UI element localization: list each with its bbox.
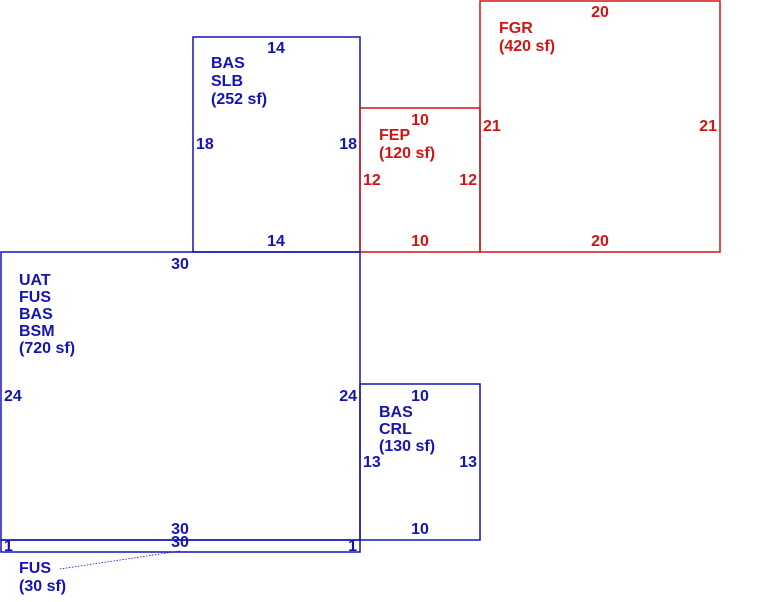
area-uat-fus-bas-bsm: UAT FUS BAS BSM (720 sf) 30 30 24 24	[0, 251, 361, 541]
dimension-top: 14	[267, 40, 285, 57]
area-label-line: BAS	[19, 306, 53, 323]
area-label-line: BSM	[19, 323, 55, 340]
dimension-right: 18	[339, 136, 357, 153]
dimension-top: 30	[171, 534, 189, 551]
dimension-bottom: 10	[411, 521, 429, 538]
dimension-top: 20	[591, 4, 609, 21]
area-label-line: (252 sf)	[211, 91, 267, 108]
area-label-line: (130 sf)	[379, 438, 435, 455]
area-fgr-outline	[479, 0, 721, 253]
area-label-line: (120 sf)	[379, 145, 435, 162]
dimension-left: 1	[4, 538, 13, 555]
dimension-right: 1	[348, 538, 357, 555]
area-bas-slb: BAS SLB (252 sf) 14 14 18 18	[192, 36, 361, 253]
dimension-left: 21	[483, 118, 501, 135]
area-label-line: SLB	[211, 73, 243, 90]
area-bas-crl: BAS CRL (130 sf) 10 10 13 13	[359, 383, 481, 541]
leader-line	[59, 550, 181, 570]
dimension-bottom: 20	[591, 233, 609, 250]
area-label-line: CRL	[379, 421, 412, 438]
dimension-bottom: 10	[411, 233, 429, 250]
dimension-bottom: 14	[267, 233, 285, 250]
area-label-line: FUS	[19, 289, 51, 306]
dimension-top: 10	[411, 112, 429, 129]
area-label-line: (720 sf)	[19, 340, 75, 357]
area-fgr: FGR (420 sf) 20 20 21 21	[479, 0, 721, 253]
dimension-right: 24	[339, 388, 357, 405]
dimension-bottom: 30	[171, 521, 189, 538]
dimension-left: 13	[363, 454, 381, 471]
area-fep: FEP (120 sf) 10 10 12 12	[359, 107, 481, 253]
area-label-line: (420 sf)	[499, 38, 555, 55]
dimension-top: 30	[171, 256, 189, 273]
area-label-line: FGR	[499, 20, 533, 37]
area-bas-crl-outline	[359, 383, 481, 541]
area-fus-strip-outline	[0, 539, 361, 553]
dimension-right: 12	[459, 172, 477, 189]
area-label-line: (30 sf)	[19, 578, 66, 595]
area-fus-strip: 30 1 1 FUS (30 sf)	[0, 534, 361, 595]
area-label-line: FEP	[379, 127, 410, 144]
dimension-top: 10	[411, 388, 429, 405]
area-label-line: BAS	[379, 404, 413, 421]
area-label-line: UAT	[19, 272, 51, 289]
dimension-left: 24	[4, 388, 22, 405]
dimension-left: 12	[363, 172, 381, 189]
dimension-right: 21	[699, 118, 717, 135]
area-label-line: FUS	[19, 560, 51, 577]
dimension-right: 13	[459, 454, 477, 471]
area-label-line: BAS	[211, 55, 245, 72]
area-uat-fus-bas-bsm-outline	[0, 251, 361, 541]
dimension-left: 18	[196, 136, 214, 153]
